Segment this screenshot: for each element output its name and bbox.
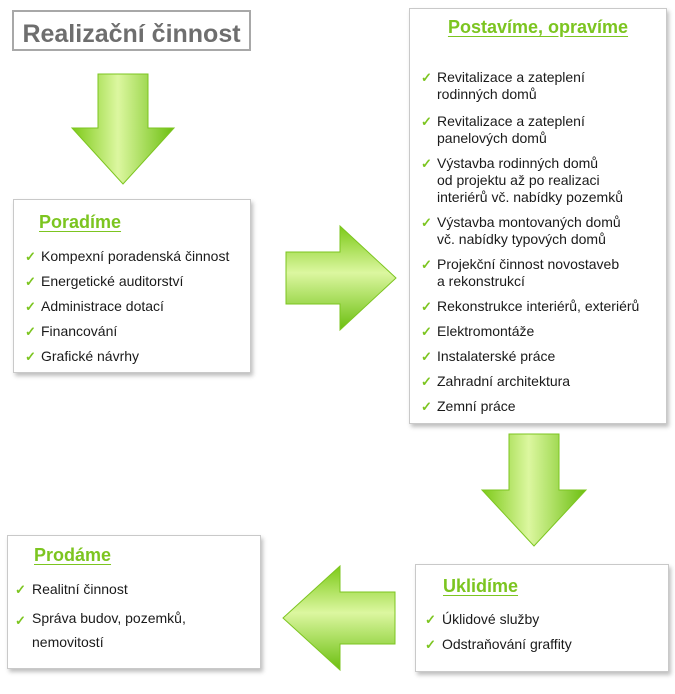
list-item: ✓ Úklidové služby: [425, 611, 540, 627]
check-icon: ✓: [421, 399, 432, 414]
postavime-box: Postavíme, opravíme ✓ Revitalizace a zat…: [409, 8, 667, 424]
check-icon: ✓: [421, 114, 432, 129]
arrow-down-icon: [480, 433, 588, 547]
list-item: ✓ Elektromontáže: [421, 323, 535, 339]
list-item: ✓ Energetické auditorství: [25, 273, 184, 289]
list-item: ✓ Instalaterské práce: [421, 348, 556, 364]
prodame-box: Prodáme ✓ Realitní činnost ✓ Správa budo…: [7, 535, 261, 669]
check-icon: ✓: [425, 637, 436, 652]
poradime-box: Poradíme ✓ Kompexní poradenská činnost ✓…: [13, 199, 251, 373]
arrow-down-icon: [70, 73, 176, 185]
uklidime-list: ✓ Úklidové služby ✓ Odstraňování graffit…: [425, 611, 665, 661]
check-icon: ✓: [421, 299, 432, 314]
list-item: ✓ Revitalizace a zateplení panelových do…: [421, 113, 585, 146]
arrow-left-icon: [282, 564, 396, 672]
check-icon: ✓: [15, 613, 26, 628]
check-icon: ✓: [25, 299, 36, 314]
list-item: ✓ Výstavba rodinných domů od projektu až…: [421, 155, 623, 205]
prodame-list: ✓ Realitní činnost ✓ Správa budov, pozem…: [15, 581, 259, 650]
list-item: ✓ Rekonstrukce interiérů, exteriérů: [421, 298, 640, 314]
list-item: ✓ Výstavba montovaných domů vč. nabídky …: [421, 214, 621, 247]
check-icon: ✓: [25, 249, 36, 264]
check-icon: ✓: [25, 349, 36, 364]
list-item: ✓ Zemní práce: [421, 398, 516, 414]
list-item: ✓ Revitalizace a zateplení rodinných dom…: [421, 69, 585, 102]
postavime-title: Postavíme, opravíme: [447, 17, 629, 37]
check-icon: ✓: [425, 612, 436, 627]
uklidime-title: Uklidíme: [443, 576, 519, 596]
prodame-title: Prodáme: [34, 545, 112, 565]
list-item: ✓ Grafické návrhy: [25, 348, 140, 364]
uklidime-box: Uklidíme ✓ Úklidové služby ✓ Odstraňován…: [415, 564, 669, 672]
check-icon: ✓: [421, 324, 432, 339]
poradime-list: ✓ Kompexní poradenská činnost ✓ Energeti…: [25, 248, 247, 373]
check-icon: ✓: [421, 70, 432, 85]
check-icon: ✓: [421, 215, 432, 230]
list-item: ✓ Odstraňování graffity: [425, 636, 572, 652]
poradime-title: Poradíme: [39, 212, 122, 232]
check-icon: ✓: [421, 374, 432, 389]
list-item: ✓ Projekční činnost novostaveb a rekonst…: [421, 256, 620, 289]
check-icon: ✓: [15, 582, 26, 597]
check-icon: ✓: [25, 324, 36, 339]
check-icon: ✓: [421, 156, 432, 171]
list-item: ✓ Realitní činnost: [15, 581, 128, 597]
list-item: ✓ Zahradní architektura: [421, 373, 571, 389]
list-item: ✓ Financování: [25, 323, 118, 339]
list-item: ✓ Administrace dotací: [25, 298, 164, 314]
title-box: Realizační činnost: [12, 10, 251, 51]
postavime-list: ✓ Revitalizace a zateplení rodinných dom…: [421, 69, 665, 423]
check-icon: ✓: [421, 257, 432, 272]
check-icon: ✓: [421, 349, 432, 364]
list-item: ✓ Kompexní poradenská činnost: [25, 248, 230, 264]
list-item: ✓ Správa budov, pozemků, nemovitostí: [15, 610, 186, 650]
arrow-right-icon: [285, 224, 397, 332]
check-icon: ✓: [25, 274, 36, 289]
page-title: Realizační činnost: [22, 20, 241, 48]
